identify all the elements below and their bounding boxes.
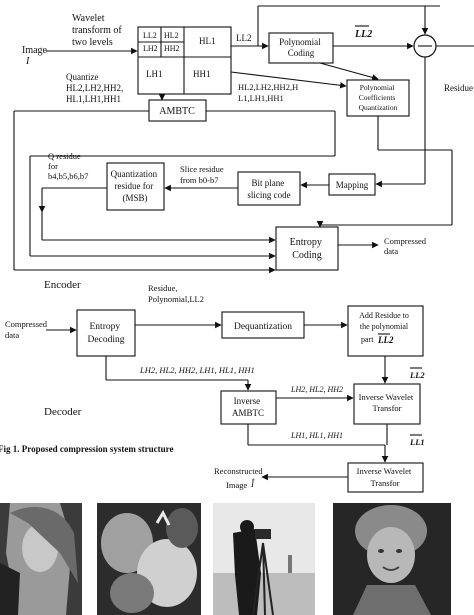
image-label: Image <box>22 45 48 56</box>
residue-polynomial-label: Residue, Polynomial,LL2 <box>148 283 204 304</box>
lena-photo <box>0 503 82 615</box>
peppers-photo <box>97 503 201 615</box>
woman-photo <box>333 503 451 615</box>
cameraman-photo <box>213 503 315 615</box>
hat-level2-label: LH2, HL2, HH2 <box>290 385 343 394</box>
q-residue-box-label: Quantization residue for (MSB) <box>111 169 160 203</box>
encoder-title: Encoder <box>44 279 81 291</box>
quantize-label: Quantize HL2,LH2,HH2, HL1,LH1,HH1 <box>66 72 126 104</box>
poly-coeff-quant-label: Polynomial Coefficients Quantization <box>359 83 398 112</box>
encoder-section: Wavelet transform of two levels Image I … <box>13 5 474 291</box>
wavelet-label: Wavelet transform of two levels <box>72 13 124 48</box>
entropy-coding-box <box>275 226 339 271</box>
ll2-hat-label: LL2 <box>354 29 372 40</box>
subband-hl1: HL1 <box>199 36 216 46</box>
ll2-arrow-label: LL2 <box>236 33 252 43</box>
subband-list-label: HL2,LH2,HH2,H L1,LH1,HH1 <box>238 82 300 103</box>
subband-lh1: LH1 <box>146 69 163 79</box>
reconstructed-symbol: Î <box>250 479 255 489</box>
ambtc-label: AMBTC <box>159 106 195 117</box>
decoder-section: Compressed data Entropy Decoding Residue… <box>5 283 425 493</box>
dequantization-box <box>221 311 305 339</box>
entropy-decoding-label: Entropy Decoding <box>88 322 125 345</box>
hat-level1-label: LH1, HL1, HH1 <box>290 431 343 440</box>
add-residue-label: Add Residue to the polynomial part <box>359 311 411 344</box>
image-symbol: I <box>25 56 30 67</box>
inverse-ambtc-box <box>220 390 277 425</box>
add-residue-box <box>347 305 424 357</box>
compressed-input-label: Compressed data <box>5 319 49 340</box>
ll1-hat-label: LL1 <box>409 437 425 447</box>
decoder-title: Decoder <box>44 406 82 418</box>
q-residue-label: Q residue for b4,b5,b6,b7 <box>48 151 88 181</box>
ll2-hat-side: LL2 <box>409 370 425 380</box>
subband-hh1: HH1 <box>193 69 211 79</box>
bit-plane-label: Bit plane slicing code <box>247 178 290 200</box>
subband-hh2: HH2 <box>164 44 180 53</box>
mapping-label: Mapping <box>336 180 369 190</box>
entropy-decoding-box <box>76 309 136 357</box>
polynomial-coding-box <box>268 32 334 64</box>
residue-label: Residue <box>444 83 473 93</box>
inverse-ambtc-label: Inverse AMBTC <box>232 396 264 418</box>
inverse-wavelet-2-box <box>347 462 424 493</box>
subband-row-label: LH2, HL2, HH2, LH1, HL1, HH1 <box>139 365 255 375</box>
bit-plane-box <box>237 171 301 206</box>
polynomial-coding-label: Polynomial Coding <box>279 37 323 58</box>
subband-ll2: LL2 <box>143 31 157 40</box>
inverse-wavelet-1-label: Inverse Wavelet Transfor <box>359 392 416 413</box>
compressed-output-label: Compressed data <box>384 236 428 256</box>
figure-caption: Fig 1. Proposed compression system struc… <box>0 444 174 454</box>
reconstructed-label: Reconstructed Image <box>214 466 265 490</box>
slice-residue-label: Slice residue from b0-b7 <box>180 164 226 185</box>
dequantization-label: Dequantization <box>234 322 292 332</box>
entropy-coding-label: Entropy Coding <box>290 237 325 261</box>
subband-lh2: LH2 <box>143 44 158 53</box>
add-residue-hat: LL2 <box>377 335 394 345</box>
q-residue-box <box>106 162 165 211</box>
inverse-wavelet-2-label: Inverse Wavelet Transfor <box>357 466 414 488</box>
subband-hl2: HL2 <box>164 31 179 40</box>
inverse-wavelet-1-box <box>353 383 421 425</box>
poly-coeff-quant-box <box>346 79 410 117</box>
subband-grid: LL2 HL2 LH2 HH2 HL1 LH1 HH1 <box>137 26 232 95</box>
